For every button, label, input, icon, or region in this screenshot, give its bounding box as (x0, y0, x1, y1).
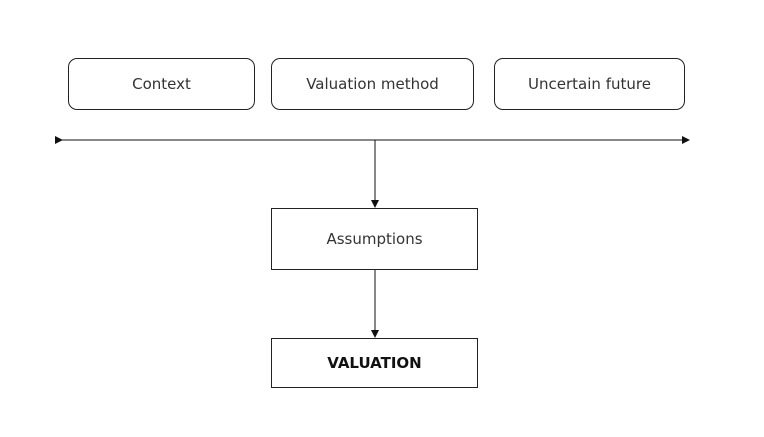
uncertain-future-label: Uncertain future (528, 75, 651, 93)
valuation-method-box: Valuation method (271, 58, 474, 110)
valuation-method-label: Valuation method (306, 75, 439, 93)
uncertain-future-box: Uncertain future (494, 58, 685, 110)
assumptions-label: Assumptions (326, 230, 423, 248)
valuation-label: VALUATION (327, 354, 422, 372)
valuation-box: VALUATION (271, 338, 478, 388)
context-box: Context (68, 58, 255, 110)
context-label: Context (132, 75, 191, 93)
assumptions-box: Assumptions (271, 208, 478, 270)
